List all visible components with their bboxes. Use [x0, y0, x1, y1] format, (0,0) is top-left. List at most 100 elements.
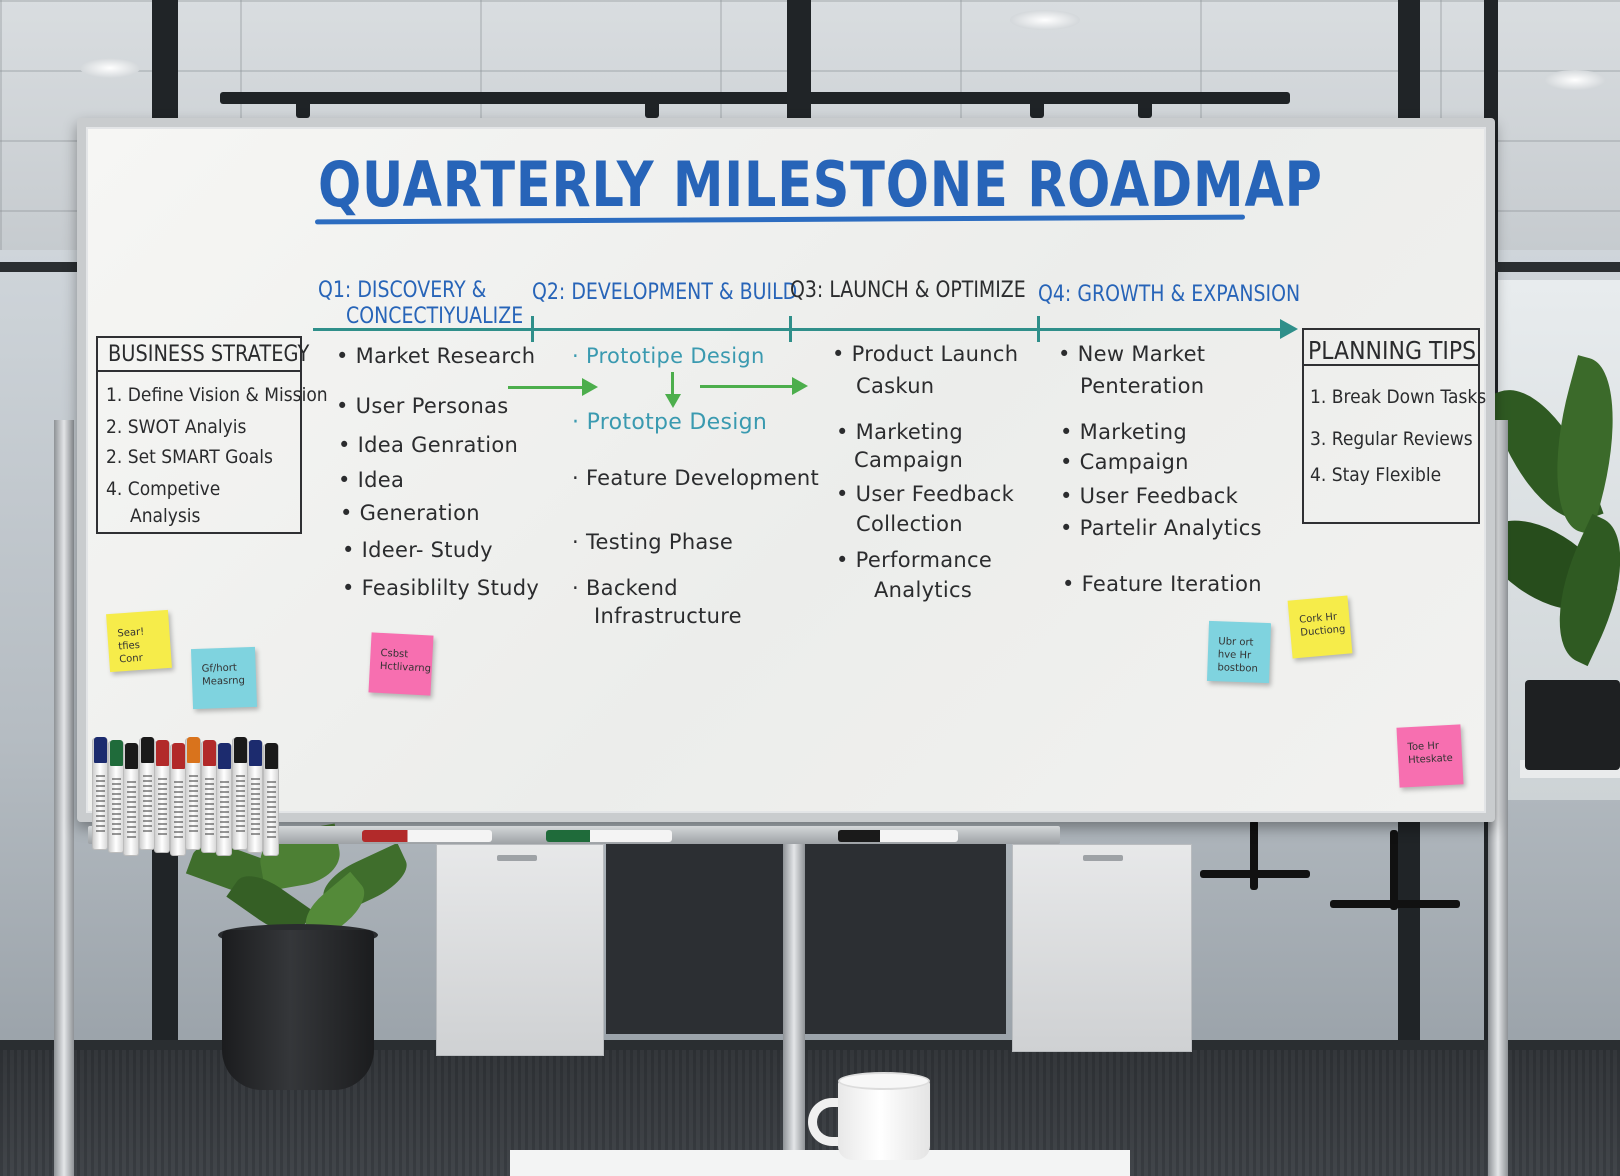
q3-item: Analytics [874, 578, 973, 602]
tip-item: 1. Break Down Tasks [1310, 386, 1487, 408]
marker-pen[interactable] [262, 743, 279, 856]
marker-cap [140, 737, 154, 763]
sticky-note-pink: Toe Hr Hteskate [1396, 724, 1464, 788]
flow-arrow [508, 386, 584, 389]
marker-pen[interactable] [107, 740, 124, 853]
marker-cap [171, 743, 185, 769]
arrow-down-icon [665, 394, 681, 408]
plant-pot [1525, 680, 1620, 770]
q3-item: • Product Launch [832, 342, 1019, 366]
business-strategy-title: BUSINESS STRATEGY [108, 342, 310, 367]
q3-item: Caskun [856, 374, 935, 398]
marker-pen[interactable] [154, 740, 170, 853]
strategy-item: 2. SWOT Analyis [106, 416, 247, 438]
whiteboard [77, 118, 1495, 822]
box-divider [96, 370, 302, 372]
stand-leg [54, 420, 74, 1176]
q1-item: • Market Research [336, 344, 536, 368]
box-divider [1302, 364, 1480, 366]
q3-item: Campaign [854, 448, 964, 472]
timeline-line [313, 328, 1288, 331]
strategy-item: Analysis [130, 505, 201, 527]
q1-item: • Idea [338, 468, 405, 492]
marker-pen[interactable] [138, 737, 155, 850]
ceiling-track-light [220, 92, 1290, 104]
marker-cap [187, 737, 200, 763]
q1-item: • Ideer- Study [342, 538, 493, 562]
board-title: QUARTERLY MILESTONE ROADMAP [318, 148, 1323, 221]
tip-item: 4. Stay Flexible [1310, 464, 1442, 486]
stand-center-pole [783, 840, 805, 1160]
timeline-arrowhead [1280, 319, 1298, 339]
storage-cabinet [1012, 844, 1192, 1052]
marker-pen[interactable] [200, 740, 217, 853]
window-mullion [787, 0, 811, 120]
marker-pen[interactable] [247, 740, 263, 853]
q4-item: Penteration [1080, 374, 1205, 398]
quarter-q4-label: Q4: GROWTH & EXPANSION [1038, 282, 1301, 307]
q2-item: · Prototipe Design [572, 344, 765, 368]
quarter-q1-label: Q1: DISCOVERY & [318, 278, 487, 303]
track-spot [1030, 100, 1044, 118]
marker-pen[interactable] [92, 737, 108, 850]
q1-item: • Generation [340, 501, 480, 525]
quarter-q3-label: Q3: LAUNCH & OPTIMIZE [790, 278, 1026, 303]
marker-on-tray[interactable] [838, 830, 958, 842]
q4-item: • Campaign [1060, 450, 1189, 474]
q4-item: • User Feedback [1060, 484, 1239, 508]
window-rail [0, 1040, 1620, 1050]
ceiling-light [80, 58, 140, 78]
marker-cap [94, 737, 107, 763]
flow-arrow [700, 385, 794, 388]
mug-rim [838, 1072, 930, 1090]
q1-item: • Feasiblilty Study [342, 576, 540, 600]
track-spot [296, 100, 310, 118]
sticky-note-blue: Ubr ort hve Hr bostbon [1206, 620, 1272, 684]
marker-pen[interactable] [123, 743, 139, 856]
q3-item: Collection [856, 512, 963, 536]
q2-item: · Feature Development [572, 466, 820, 490]
storage-cabinet [436, 844, 604, 1056]
q3-item: • Marketing [836, 420, 964, 444]
marker-cap [202, 740, 216, 766]
q4-item: • Feature Iteration [1062, 572, 1262, 596]
q4-item: • Marketing [1060, 420, 1188, 444]
marker-cap [109, 740, 123, 766]
strategy-item: 1. Define Vision & Mission [106, 384, 328, 406]
q2-item: · Testing Phase [572, 530, 734, 554]
cabinet-shadow [606, 844, 1006, 1034]
q1-item: • Idea Genration [338, 433, 519, 457]
marker-pen[interactable] [185, 737, 201, 850]
q3-item: • Performance [836, 548, 993, 572]
marker-pen[interactable] [231, 737, 248, 850]
table [510, 1150, 1130, 1176]
marker-on-tray[interactable] [362, 830, 492, 842]
sticky-note-blue: Gf/hort Measrng [190, 646, 258, 710]
timeline-tick [1037, 316, 1040, 342]
sticky-note-pink: Csbst Hctlivarng [368, 632, 434, 696]
ceiling-light [1545, 70, 1605, 90]
tip-item: 3. Regular Reviews [1310, 428, 1473, 450]
q2-item: · Prototpe Design [572, 410, 768, 435]
marker-on-tray[interactable] [546, 830, 672, 842]
plant-pot [222, 930, 374, 1090]
marker-cap [125, 743, 138, 769]
coffee-mug [838, 1080, 930, 1160]
arrow-right-icon [582, 378, 598, 396]
q3-item: • User Feedback [836, 482, 1015, 506]
track-spot [1138, 100, 1152, 118]
carpet-floor [0, 1050, 1620, 1176]
ceiling-vent [1010, 10, 1080, 30]
marker-cap [233, 737, 247, 763]
business-strategy-box [96, 336, 302, 534]
q1-item: • User Personas [336, 394, 509, 418]
marker-pen[interactable] [169, 743, 186, 856]
strategy-item: 4. Competive [106, 478, 221, 500]
track-spot [645, 100, 659, 118]
marker-pen[interactable] [216, 743, 232, 856]
arrow-right-icon [792, 377, 808, 395]
sticky-note-yellow: Sear! tfies Conr [106, 609, 172, 673]
marker-cap [156, 740, 169, 766]
quarter-q2-label: Q2: DEVELOPMENT & BUILD [532, 280, 798, 305]
q4-item: • New Market [1058, 342, 1206, 366]
